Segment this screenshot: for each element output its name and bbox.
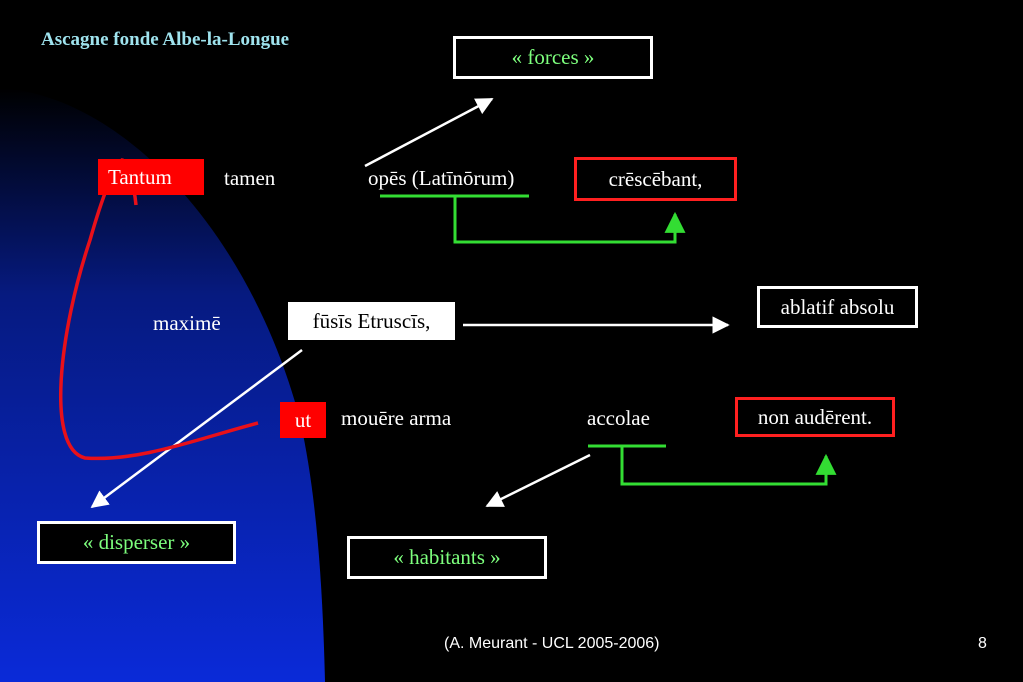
word-ut: ut <box>294 407 312 432</box>
ablatif-absolu-box: ablatif absolu <box>757 286 918 328</box>
word-fusis: fūsīs Etruscīs, <box>312 308 431 333</box>
word-ut-box: ut <box>280 402 326 438</box>
word-fusis-box: fūsīs Etruscīs, <box>288 302 455 340</box>
footer-credit: (A. Meurant - UCL 2005-2006) <box>444 635 660 652</box>
word-auderent: non audērent. <box>757 404 873 429</box>
word-crescebant: crēscēbant, <box>608 166 703 191</box>
word-accolae: accolae <box>587 406 650 430</box>
gloss-habitants-text: « habitants » <box>393 545 501 569</box>
gloss-habitants-box: « habitants » <box>347 536 547 579</box>
word-crescebant-box: crēscēbant, <box>574 157 737 201</box>
slide-title: Ascagne fonde Albe-la-Longue <box>41 29 290 50</box>
word-tantum: Tantum <box>108 164 172 189</box>
word-tantum-box: Tantum <box>98 159 204 195</box>
word-auderent-box: non audērent. <box>735 397 895 437</box>
word-maxime: maximē <box>153 311 221 335</box>
page-number: 8 <box>978 635 987 652</box>
gloss-forces-text: « forces » <box>511 45 595 69</box>
ablatif-absolu-text: ablatif absolu <box>780 294 895 319</box>
word-mouere-arma: mouēre arma <box>341 406 452 430</box>
gloss-disperser-text: « disperser » <box>82 530 191 554</box>
word-tamen: tamen <box>224 166 276 190</box>
word-opes: opēs (Latīnōrum) <box>368 166 515 190</box>
gloss-disperser-box: « disperser » <box>37 521 236 564</box>
gloss-forces-box: « forces » <box>453 36 653 79</box>
